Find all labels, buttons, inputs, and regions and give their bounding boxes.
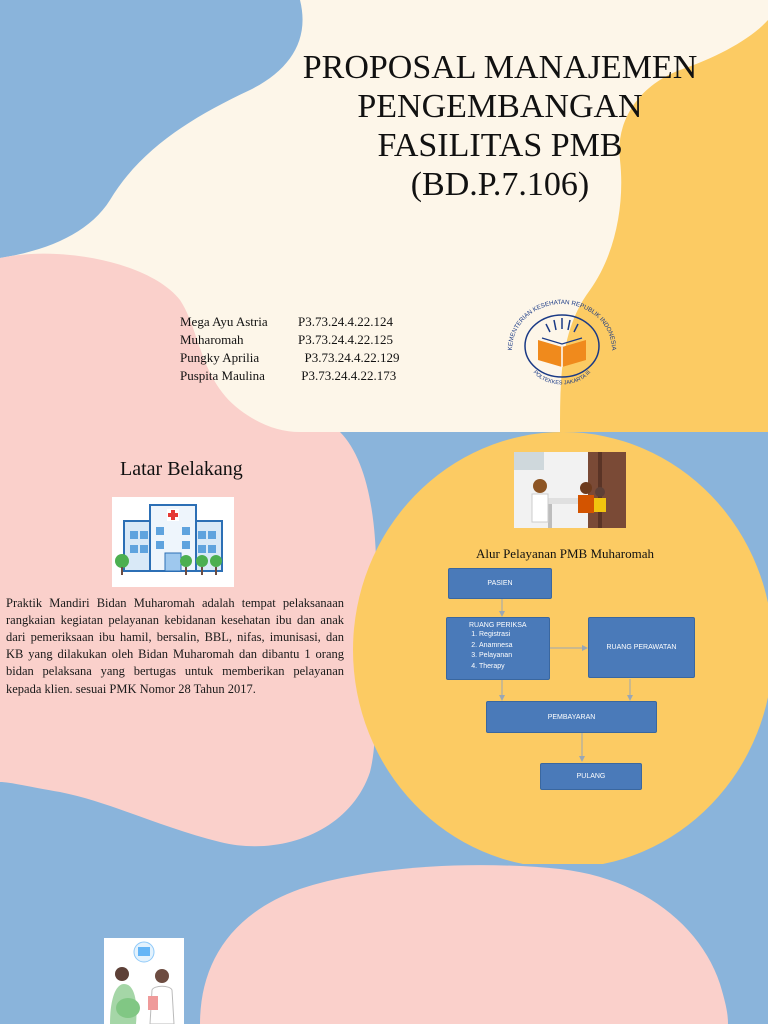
flow-box-ruang-periksa: RUANG PERIKSA Registrasi Anamnesa Pelaya… [446,617,550,680]
background-shapes [0,0,768,432]
member-nim: P3.73.24.4.22.173 [298,368,397,383]
periksa-step: Pelayanan [479,651,512,662]
ruang-periksa-label: RUANG PERIKSA [469,622,527,629]
member-name: Puspita Maulina [180,368,265,383]
flow-box-pulang: PULANG [540,763,642,790]
page-title: PROPOSAL MANAJEMEN PENGEMBANGAN FASILITA… [270,48,730,204]
title-line-4: (BD.P.7.106) [410,166,590,203]
slide-title: PROPOSAL MANAJEMEN PENGEMBANGAN FASILITA… [0,0,768,432]
ruang-periksa-steps: Registrasi Anamnesa Pelayanan Therapy [469,630,512,672]
title-line-2: PENGEMBANGAN [357,88,643,125]
title-line-3: FASILITAS PMB [377,127,623,164]
title-line-1: PROPOSAL MANAJEMEN [302,49,698,86]
member-name: Muharomah [180,332,244,347]
flow-box-pembayaran: PEMBAYARAN [486,701,657,733]
periksa-step: Anamnesa [479,641,512,652]
background-paragraph: Praktik Mandiri Bidan Muharomah adalah t… [6,595,344,696]
slide-background-flow: Latar Belakang [0,432,768,864]
section-heading: Latar Belakang [120,458,243,480]
member-name: Pungky Aprilia [180,350,260,365]
member-row: Mega Ayu Astria P3.73.24.4.22.124 [180,313,399,331]
member-nim: P3.73.24.4.22.129 [298,350,400,365]
member-row: Pungky Aprilia P3.73.24.4.22.129 [180,349,399,367]
flow-box-ruang-perawatan: RUANG PERAWATAN [588,617,695,678]
member-list: Mega Ayu Astria P3.73.24.4.22.124 Muharo… [180,313,399,385]
periksa-step: Registrasi [479,630,512,641]
member-nim: P3.73.24.4.22.125 [298,332,393,347]
member-row: Puspita Maulina P3.73.24.4.22.173 [180,367,399,385]
background-shapes [200,865,728,1024]
member-nim: P3.73.24.4.22.124 [298,314,393,329]
member-row: Muharomah P3.73.24.4.22.125 [180,331,399,349]
periksa-step: Therapy [479,662,512,673]
member-name: Mega Ayu Astria [180,314,268,329]
hospital-icon [112,497,234,587]
kemenkes-logo-icon: KEMENTERIAN KESEHATAN REPUBLIK INDONESIA… [498,292,626,392]
clinic-consultation-image [514,452,626,528]
flow-box-pasien: PASIEN [448,568,552,599]
midwife-patient-illustration [104,938,184,1024]
slide-third [0,864,768,1024]
flow-title: Alur Pelayanan PMB Muharomah [476,546,655,561]
